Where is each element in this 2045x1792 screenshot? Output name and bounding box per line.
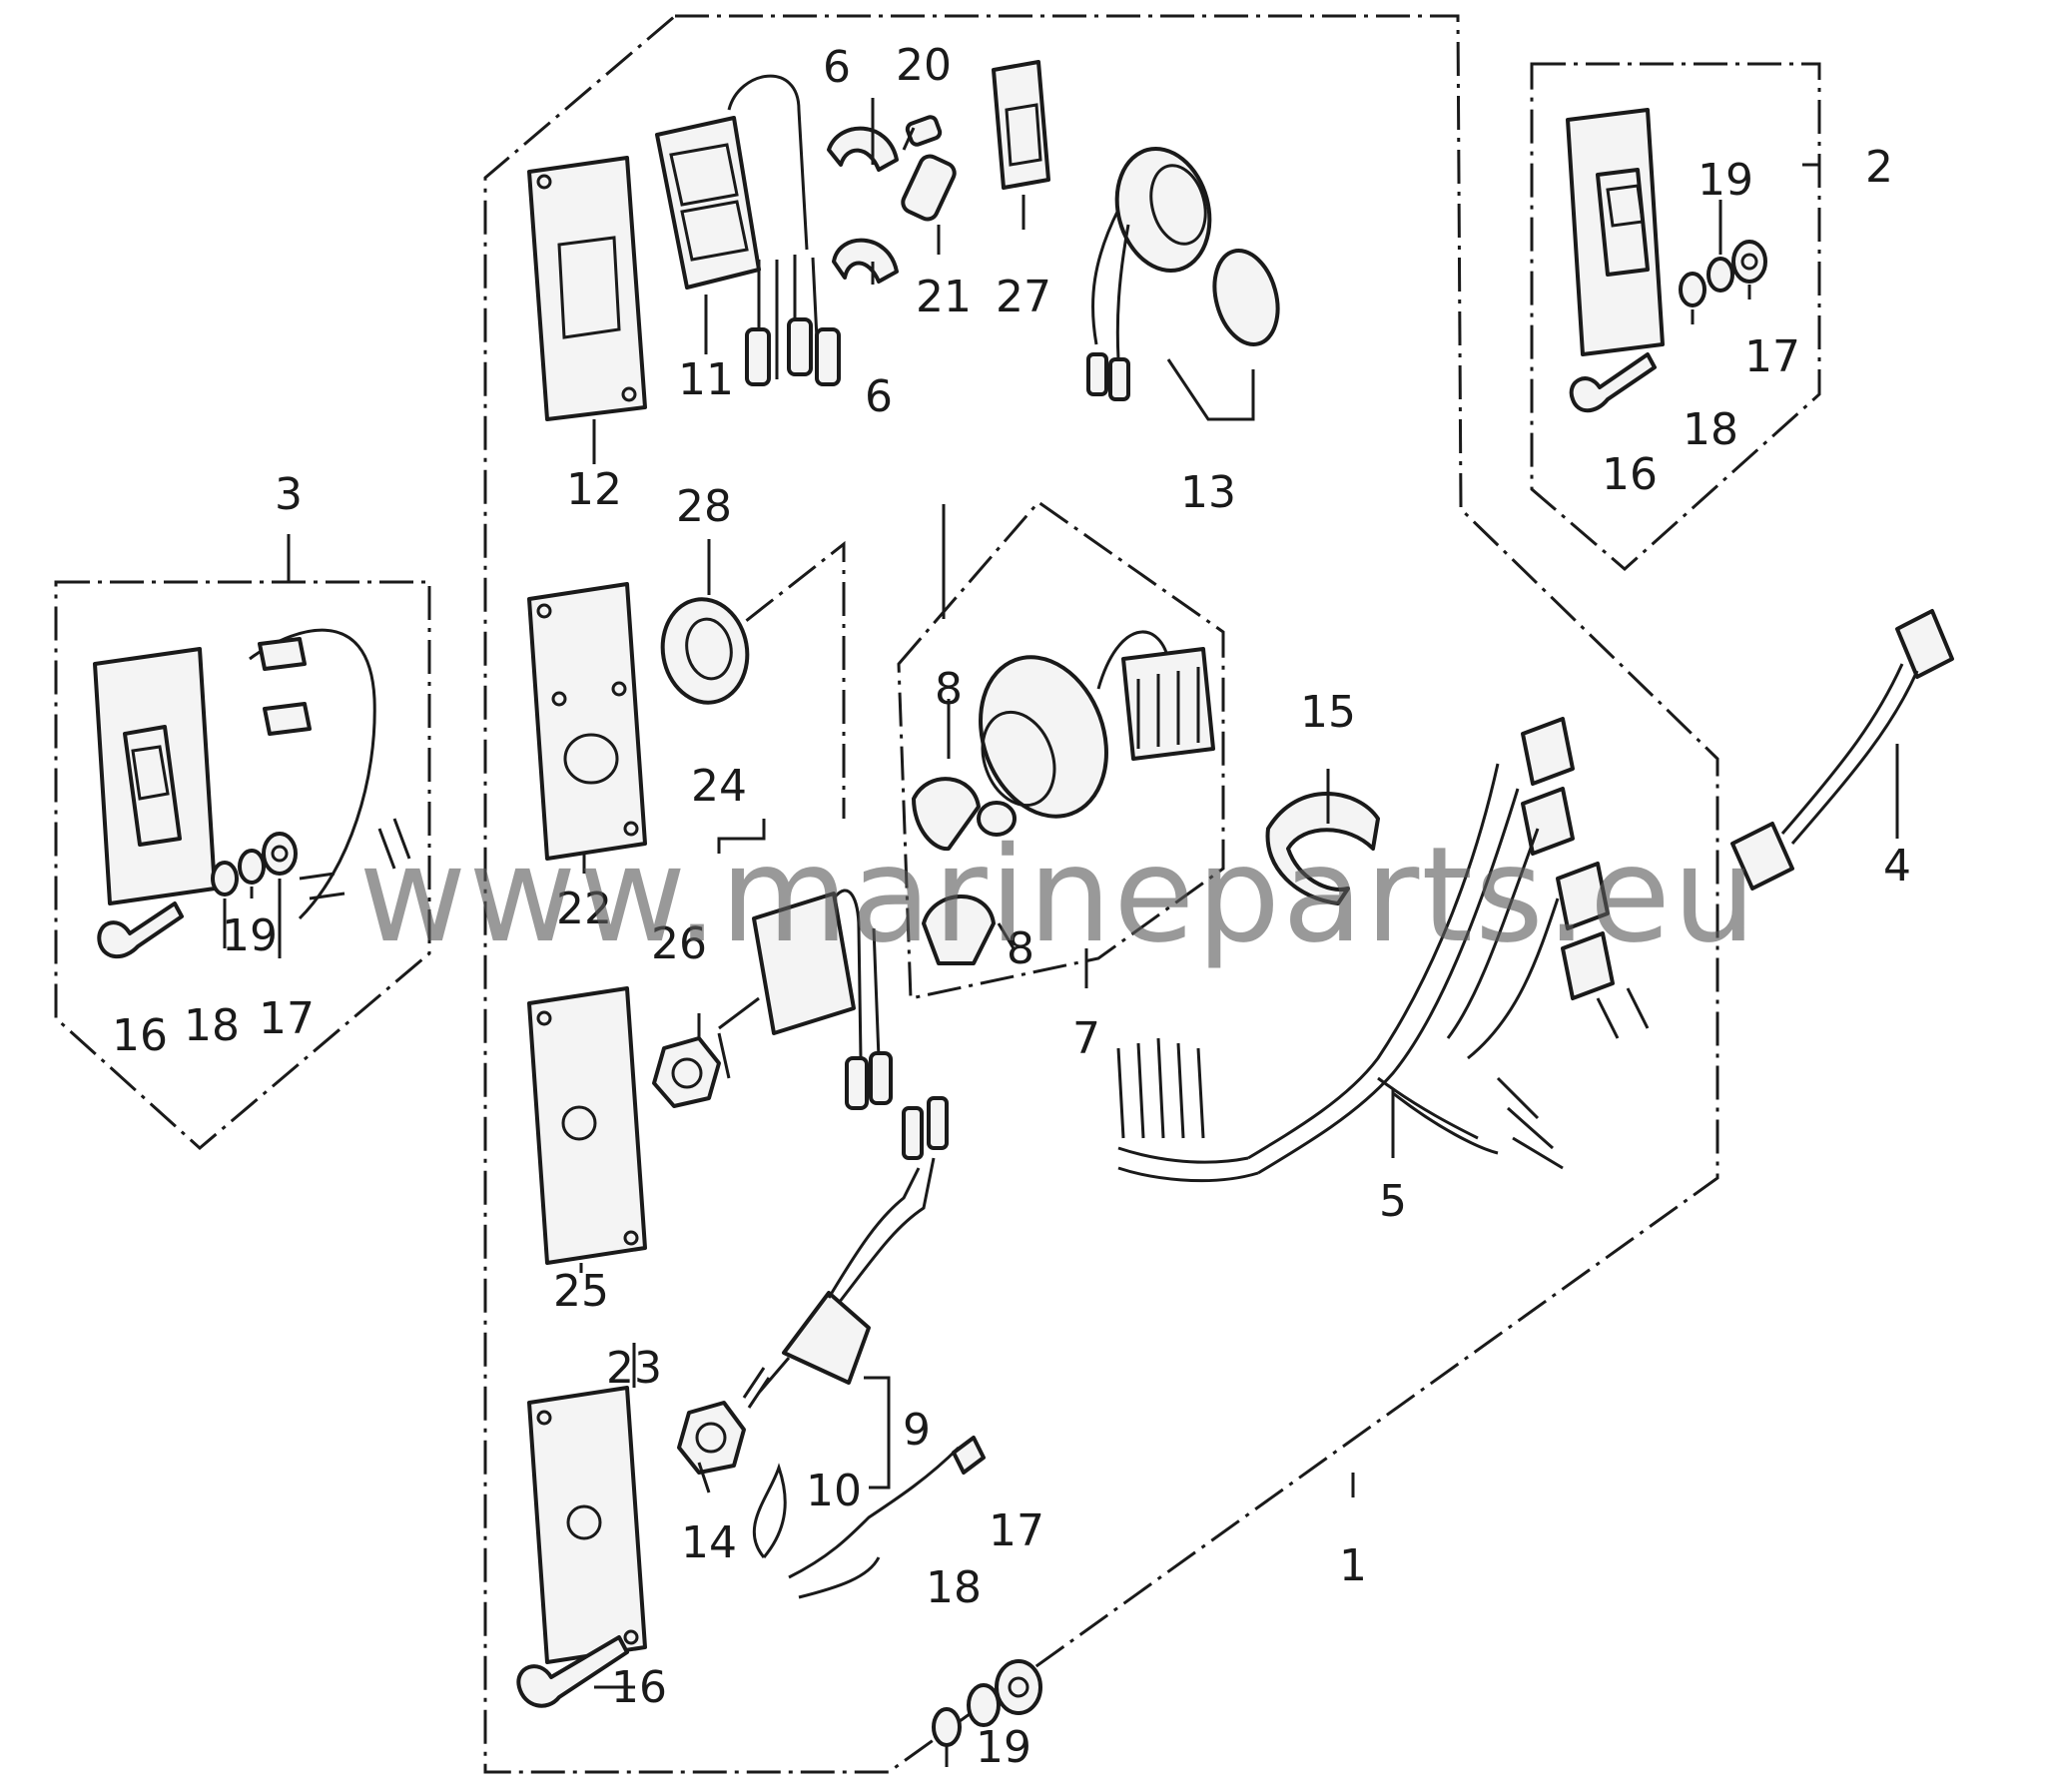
callout-11: 11 xyxy=(678,354,734,405)
callout-22: 22 xyxy=(556,884,612,934)
meter-13 xyxy=(1086,146,1280,401)
nut-17-bottom xyxy=(995,1659,1042,1715)
callout-9: 9 xyxy=(903,1405,931,1456)
screw-20 xyxy=(902,115,943,151)
callout-27: 27 xyxy=(996,272,1051,322)
callout-7: 7 xyxy=(1072,1013,1100,1064)
callout-8-bottom: 8 xyxy=(1007,923,1034,974)
panel-plate-25 xyxy=(527,986,647,1265)
screw-16-right xyxy=(1569,352,1657,413)
lock-washer-19-right xyxy=(1706,257,1734,293)
callout-25: 25 xyxy=(553,1266,609,1317)
callout-20: 20 xyxy=(896,40,952,91)
grommet-28 xyxy=(660,597,750,705)
leader-lines xyxy=(223,98,1899,1767)
toggle-switch-26 xyxy=(717,889,893,1110)
callout-16-right: 16 xyxy=(1602,449,1658,500)
panel-plate-22 xyxy=(527,582,647,861)
callout-23: 23 xyxy=(606,1343,662,1394)
panel-plate-23 xyxy=(527,1386,647,1664)
screw-16-bottom xyxy=(516,1635,629,1708)
callout-28: 28 xyxy=(676,481,732,532)
stop-switch-9 xyxy=(742,1096,949,1409)
panel-plate-12 xyxy=(527,156,647,421)
wire-harness-5 xyxy=(1116,717,1650,1183)
clip-6-upper xyxy=(827,126,899,172)
callout-13: 13 xyxy=(1180,467,1236,518)
callout-19-right: 19 xyxy=(1698,155,1753,206)
callout-17-bottom: 17 xyxy=(989,1505,1044,1556)
frame-right-kit xyxy=(1530,62,1821,571)
ignition-switch-7 xyxy=(912,630,1215,965)
callout-5: 5 xyxy=(1379,1176,1407,1227)
callout-6-top: 6 xyxy=(823,42,851,93)
lock-washer-19-bottom xyxy=(967,1683,1001,1727)
callout-19-left: 19 xyxy=(222,910,278,961)
frame-left-kit xyxy=(54,580,431,1150)
nut-17-right xyxy=(1731,240,1767,284)
callout-21: 21 xyxy=(916,272,972,322)
lock-washer-19-left xyxy=(238,849,266,885)
lanyard-10 xyxy=(752,1436,986,1599)
switch-panel-kit-3 xyxy=(93,628,411,920)
extension-cable-4 xyxy=(1730,609,1954,891)
callout-17-right: 17 xyxy=(1744,331,1800,382)
callout-12: 12 xyxy=(566,464,622,515)
callout-6-bottom: 6 xyxy=(865,371,893,422)
clip-6-lower xyxy=(832,238,899,284)
callout-26: 26 xyxy=(651,918,707,969)
callout-18-left: 18 xyxy=(184,1000,240,1051)
spacer-21 xyxy=(901,154,957,222)
frame-grommet-group xyxy=(703,540,846,819)
callout-15: 15 xyxy=(1300,687,1356,738)
switch-panel-kit-2 xyxy=(1566,108,1665,356)
callout-14: 14 xyxy=(681,1517,737,1568)
clamp-15 xyxy=(1265,792,1380,905)
callout-17-left: 17 xyxy=(259,993,315,1044)
rocker-switch-11 xyxy=(655,74,841,386)
washer-18-left xyxy=(211,861,239,896)
nut-14 xyxy=(677,1401,746,1475)
frame-main-assembly xyxy=(483,14,1719,1774)
callout-16-left: 16 xyxy=(112,1010,168,1061)
bracket-27 xyxy=(992,60,1050,190)
callout-3: 3 xyxy=(275,469,303,520)
callout-19-bottom: 19 xyxy=(976,1722,1031,1773)
callout-8-top: 8 xyxy=(935,664,963,715)
callout-18-right: 18 xyxy=(1683,404,1738,455)
nut-17-left xyxy=(262,832,298,876)
frame-ignition-switch xyxy=(897,499,1225,1000)
nut-26 xyxy=(652,1036,721,1108)
washer-18-bottom xyxy=(932,1707,962,1747)
callout-2: 2 xyxy=(1865,142,1893,193)
callout-18-bottom: 18 xyxy=(926,1562,982,1613)
callout-24: 24 xyxy=(691,761,747,812)
callout-4: 4 xyxy=(1883,841,1911,892)
washer-18-right xyxy=(1679,272,1706,307)
callout-1: 1 xyxy=(1339,1540,1367,1591)
callout-10: 10 xyxy=(806,1466,862,1516)
callout-16-bottom: 16 xyxy=(611,1662,667,1713)
screw-16-left xyxy=(97,901,184,959)
